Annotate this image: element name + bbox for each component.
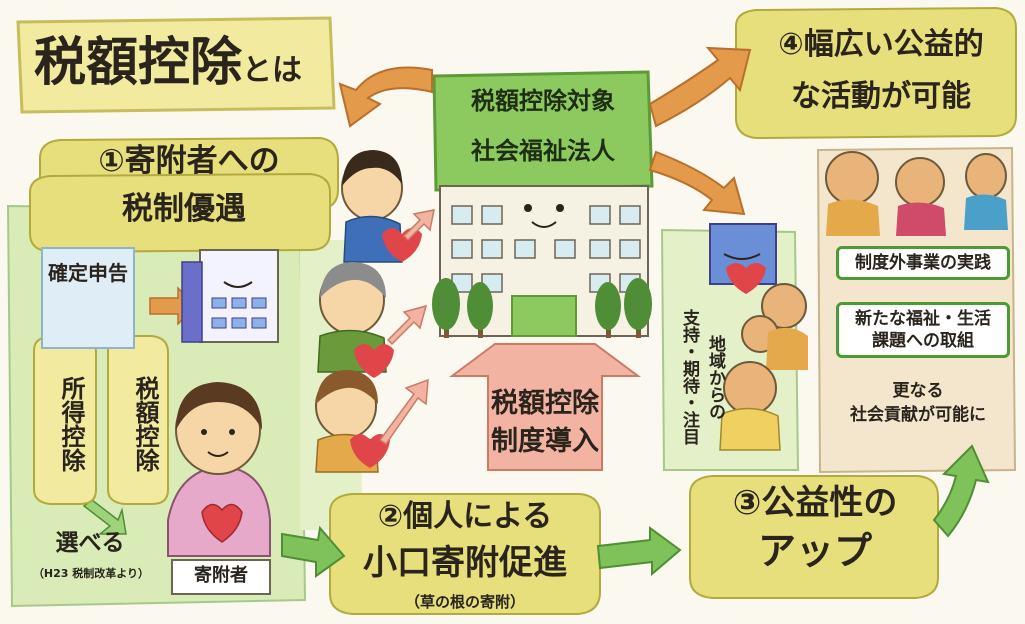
- introduction-arrow: [448, 343, 642, 471]
- small-donations-bubble: [329, 493, 601, 615]
- outcome-people: [825, 151, 1008, 236]
- community-label-col2: 支持・期待・注目: [679, 309, 699, 445]
- income-deduction-label: 所得控除: [57, 376, 85, 472]
- tax-office-smile: [223, 281, 253, 288]
- corporation-line2: 社会福祉法人: [471, 137, 615, 165]
- introduction-line1: 税額控除: [491, 388, 599, 419]
- page-title: 税額控除とは: [34, 33, 303, 94]
- donor-arrows: [378, 209, 435, 446]
- publicness-line1: ③公益性の: [732, 483, 898, 523]
- activities-arrow: [648, 46, 752, 128]
- small-donations-line1: ②個人による: [377, 499, 553, 534]
- title-main: 税額控除: [34, 33, 243, 93]
- choose-label: 選べる: [55, 530, 125, 556]
- flow-arrow-2: [596, 526, 682, 577]
- community-people: [719, 283, 808, 451]
- donor-people: [315, 150, 422, 473]
- community-arrow: [648, 150, 746, 216]
- preferential-line2: 税制優遇: [122, 191, 246, 227]
- outcome-item-2: 新たな福祉・生活 課題への取組: [836, 302, 1010, 359]
- publicness-bubble: [689, 475, 939, 599]
- title-suffix: とは: [242, 53, 303, 88]
- preferential-line1: ①寄附者への: [98, 143, 280, 179]
- donor-label-box: [171, 559, 271, 595]
- activities-line1: ④幅広い公益的: [778, 27, 984, 62]
- tax-office-windows: [211, 297, 267, 329]
- title-board: [16, 16, 336, 114]
- flow-arrow-1: [281, 525, 346, 578]
- outcome-item-2-line1: 新たな福祉・生活: [855, 309, 991, 329]
- preferential-bubble-2: [29, 172, 331, 254]
- small-donations-note: （草の根の寄附）: [404, 593, 525, 611]
- corporation-board: [432, 70, 654, 192]
- activities-bubble: [735, 6, 1017, 140]
- activities-line2: な活動が可能: [791, 79, 971, 114]
- outcome-item-1: 制度外事業の実践: [836, 246, 1010, 281]
- outcome-item-2-line2: 課題への取組: [872, 331, 974, 352]
- trees: [432, 278, 652, 338]
- donor-figure: [167, 382, 271, 557]
- corporation-line1: 税額控除対象: [471, 87, 615, 115]
- tax-return-box: [41, 247, 135, 349]
- choice-arrow: [82, 499, 127, 535]
- tax-return-label: 確定申告: [48, 261, 128, 285]
- publicness-line2: アップ: [757, 529, 872, 573]
- tax-office-side: [181, 261, 203, 343]
- tax-credit-label: 税額控除: [131, 376, 159, 472]
- building-door: [511, 295, 577, 337]
- outcome-more-line1: 更なる: [892, 381, 944, 401]
- building-eye-right: [556, 204, 564, 212]
- building-eye-left: [524, 204, 532, 212]
- outcome-more-line2: 社会貢献が可能に: [850, 405, 986, 425]
- building-smile: [531, 221, 557, 228]
- small-donations-line2: 小口寄附促進: [363, 543, 567, 583]
- reform-note: （H23 税制改革より）: [32, 567, 150, 580]
- community-building-smile: [723, 253, 761, 260]
- community-label-col1: 地域からの: [705, 334, 725, 420]
- introduction-line2: 制度導入: [491, 426, 599, 457]
- donor-label: 寄附者: [194, 565, 248, 586]
- community-heart: [726, 263, 766, 294]
- return-arrow: [338, 66, 433, 128]
- flow-arrow-3: [932, 444, 990, 538]
